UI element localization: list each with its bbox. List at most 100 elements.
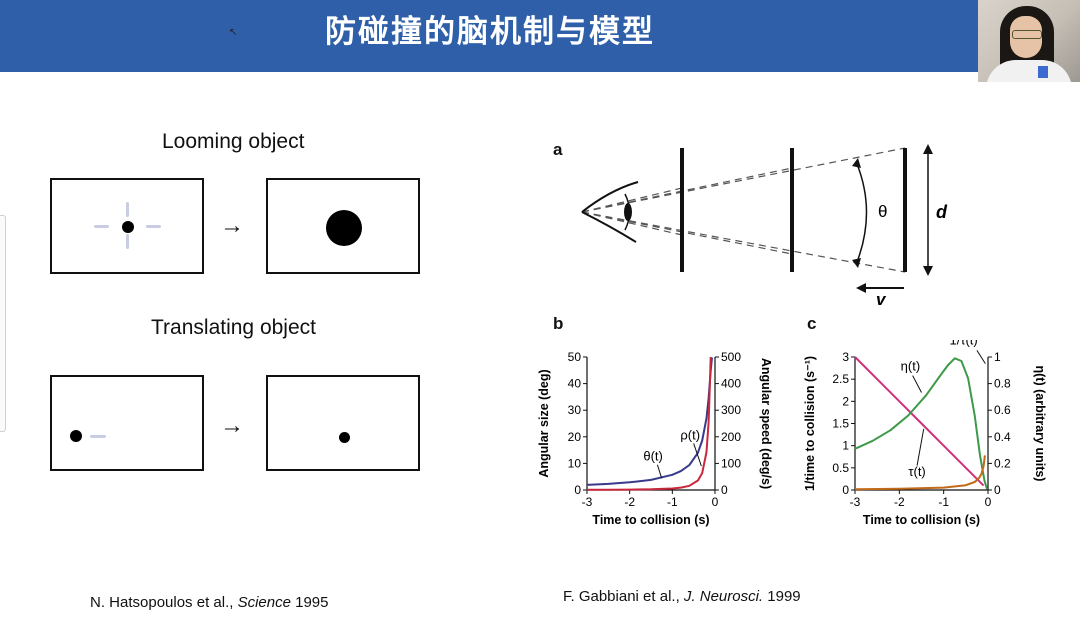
webcam-presenter-video: [978, 0, 1080, 82]
y-left-tick-label: 3: [842, 350, 849, 364]
eye-upper-lid: [581, 181, 639, 213]
theta-arrowhead: [852, 258, 861, 268]
motion-blur-mark: [146, 225, 161, 228]
y-right-tick-label: 0.4: [994, 430, 1011, 444]
series-line: [854, 455, 986, 491]
looming-geometry-diagram: θ d v: [581, 144, 948, 309]
y-right-tick-label: 400: [721, 377, 741, 391]
velocity-arrowhead: [856, 283, 866, 293]
series-line: [586, 357, 713, 486]
motion-blur-mark: [126, 234, 129, 249]
looming-start-box: [50, 178, 204, 274]
y-left-tick-label: 20: [568, 430, 582, 444]
y-left-tick-label: 0: [574, 483, 581, 497]
theta-arc: [856, 163, 868, 263]
x-tick-label: -3: [850, 495, 861, 509]
y-left-tick-label: 0: [842, 483, 849, 497]
translating-start-box: [50, 375, 204, 471]
ray-line: [581, 211, 683, 236]
theta-arrowhead: [852, 158, 861, 168]
size-d-arrowhead: [923, 144, 933, 154]
y-right-tick-label: 0.2: [994, 456, 1011, 470]
y-left-tick-label: 1: [842, 439, 849, 453]
y-left-tick-label: 2.5: [832, 372, 849, 386]
large-object-dot: [326, 210, 362, 246]
x-tick-label: -2: [624, 495, 635, 509]
translating-object-label: Translating object: [151, 316, 316, 339]
x-axis-label: Time to collision (s): [592, 513, 709, 527]
series-line: [587, 356, 712, 491]
y-left-tick-label: 10: [568, 456, 582, 470]
right-arrow-icon: →: [220, 412, 244, 439]
translating-end-box: [266, 375, 420, 471]
x-tick-label: -1: [667, 495, 678, 509]
small-object-dot: [122, 221, 134, 233]
eye-pupil-icon: [624, 203, 632, 221]
y-right-tick-label: 0: [721, 483, 728, 497]
label-leader-line: [693, 443, 702, 467]
eye-lower-lid: [581, 211, 637, 243]
size-d-arrowhead: [923, 266, 933, 276]
series-label-theta: θ(t): [643, 449, 663, 464]
y-right-tick-label: 300: [721, 403, 741, 417]
y-axis-left-label: 1/time to collision (s⁻¹): [803, 356, 817, 491]
panel-b-label: b: [553, 314, 564, 333]
ray-line: [581, 167, 793, 213]
panel-c-label: c: [807, 314, 817, 333]
mouse-cursor-icon: ↖: [229, 27, 238, 38]
series-label-inv-tau: 1/τ(t): [949, 340, 977, 348]
y-right-tick-label: 200: [721, 430, 741, 444]
y-left-tick-label: 0.5: [832, 461, 849, 475]
x-tick-label: -1: [938, 495, 949, 509]
y-left-tick-label: 50: [568, 350, 582, 364]
label-leader-line: [976, 350, 986, 364]
panel-a-label: a: [553, 140, 563, 159]
theta-label: θ: [878, 202, 887, 221]
x-tick-label: -2: [894, 495, 905, 509]
y-axis-right-label: Angular speed (deg/s): [759, 358, 773, 489]
y-left-tick-label: 30: [568, 403, 582, 417]
right-arrow-icon: →: [220, 212, 244, 239]
slide-title: 防碰撞的脑机制与模型: [325, 14, 655, 50]
x-tick-label: -3: [582, 495, 593, 509]
y-right-tick-label: 100: [721, 456, 741, 470]
x-axis-label: Time to collision (s): [863, 513, 980, 527]
motion-blur-mark: [90, 435, 106, 438]
y-right-tick-label: 500: [721, 350, 741, 364]
label-leader-line: [916, 428, 925, 466]
slide-header: 防碰撞的脑机制与模型: [0, 0, 1080, 72]
series-line: [854, 356, 985, 487]
motion-blur-mark: [126, 202, 129, 217]
y-axis-left-label: Angular size (deg): [537, 369, 551, 477]
y-right-tick-label: 0.6: [994, 403, 1011, 417]
v-label: v: [876, 290, 887, 309]
looming-end-box: [266, 178, 420, 274]
series-label-eta: η(t): [901, 358, 921, 373]
object-dot: [339, 432, 350, 443]
object-dot: [70, 430, 82, 442]
motion-blur-mark: [94, 225, 109, 228]
right-citation: F. Gabbiani et al., J. Neurosci. 1999: [563, 588, 801, 605]
side-panel-handle[interactable]: [0, 215, 6, 432]
y-left-tick-label: 2: [842, 394, 849, 408]
x-tick-label: 0: [712, 495, 719, 509]
left-citation: N. Hatsopoulos et al., Science 1995: [90, 594, 329, 611]
y-left-tick-label: 1.5: [832, 417, 849, 431]
series-label-rho: ρ(t): [680, 427, 700, 442]
y-right-tick-label: 0: [994, 483, 1001, 497]
y-right-tick-label: 0.8: [994, 377, 1011, 391]
x-tick-label: 0: [985, 495, 992, 509]
looming-object-label: Looming object: [162, 130, 305, 153]
ray-line: [581, 187, 683, 213]
y-left-tick-label: 40: [568, 377, 582, 391]
ray-line: [581, 211, 906, 273]
ray-line: [581, 211, 793, 255]
label-leader-line: [912, 375, 922, 393]
y-axis-right-label: η(t) (arbitrary units): [1033, 366, 1047, 482]
d-label: d: [936, 202, 948, 222]
label-leader-line: [656, 464, 663, 479]
series-label-tau: τ(t): [908, 464, 925, 479]
y-right-tick-label: 1: [994, 350, 1001, 364]
